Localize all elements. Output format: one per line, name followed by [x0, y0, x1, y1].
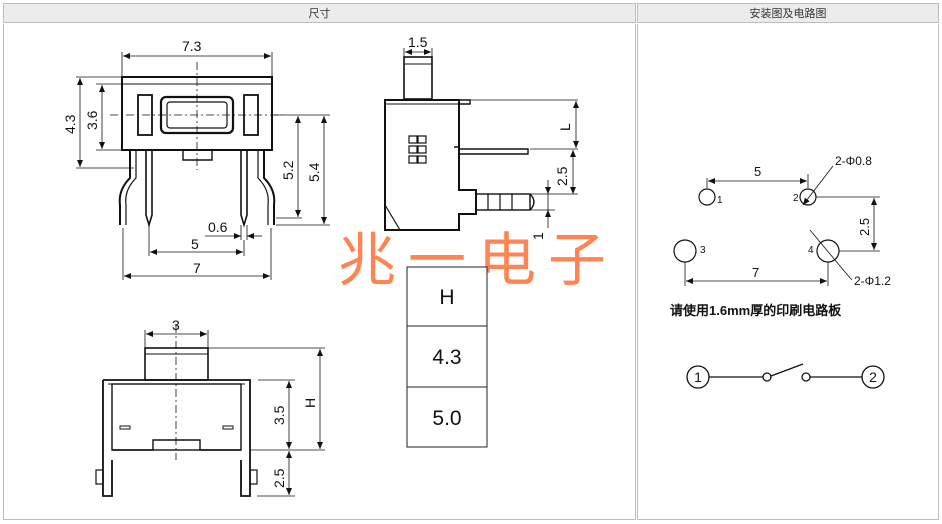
pcb-note: 请使用1.6mm厚的印刷电路板 [670, 303, 842, 318]
dim-3-6: 3.6 [84, 110, 100, 130]
dim-7: 7 [193, 260, 201, 276]
front-view [95, 325, 258, 497]
table-row-1: 4.3 [432, 346, 461, 369]
front-view-labels: 3 3.5 H 2.5 [172, 317, 318, 488]
panel-dimensions [3, 24, 636, 520]
pcb-labels: 5 7 2.5 2-Φ0.8 2-Φ1.2 1 2 3 4 请使用1.6mm厚的… [670, 154, 891, 318]
side-view [384, 56, 535, 231]
top-view [110, 62, 282, 228]
front-view-dims [144, 330, 325, 497]
pcb-hole-large: 2-Φ1.2 [854, 274, 891, 288]
pcb-pin-2: 2 [793, 193, 799, 204]
dim-5-2: 5.2 [280, 160, 296, 180]
pcb-dim-7: 7 [752, 265, 759, 280]
header-install-circuit: 安装图及电路图 [637, 3, 939, 23]
side-view-labels: 1.5 L 2.5 1 [408, 34, 573, 240]
dim-1-5: 1.5 [408, 34, 428, 50]
dim-0-6: 0.6 [208, 219, 228, 235]
dim-2-5-side: 2.5 [554, 166, 570, 186]
panel-install-circuit [637, 24, 939, 520]
pcb-pin-1: 1 [717, 195, 723, 206]
circuit [686, 363, 885, 389]
top-view-dims [76, 52, 330, 280]
dim-4-3: 4.3 [62, 114, 78, 134]
circuit-node-2: 2 [869, 369, 877, 385]
circuit-labels: 1 2 [694, 369, 877, 385]
dim-7-3: 7.3 [182, 38, 202, 54]
dim-1-side: 1 [530, 232, 546, 240]
dim-h: H [302, 398, 318, 408]
top-view-labels: 7.3 4.3 3.6 5.2 5.4 0.6 5 7 [62, 38, 322, 276]
dim-l: L [557, 123, 573, 131]
dim-3: 3 [172, 317, 180, 333]
table-row-2: 5.0 [432, 407, 461, 430]
header-dimensions: 尺寸 [3, 3, 636, 23]
dim-2-5-front: 2.5 [271, 468, 287, 488]
pcb-dim-5: 5 [754, 164, 761, 179]
table-header: H [439, 286, 454, 309]
h-table-labels: H 4.3 5.0 [432, 286, 461, 430]
pcb-dim-2-5: 2.5 [857, 218, 872, 236]
pcb-layout [673, 165, 880, 286]
pcb-pin-3: 3 [700, 245, 706, 256]
pcb-hole-small: 2-Φ0.8 [835, 154, 872, 168]
dim-3-5: 3.5 [271, 405, 287, 425]
dim-5-4: 5.4 [306, 162, 322, 182]
h-table [406, 266, 488, 448]
circuit-node-1: 1 [694, 369, 702, 385]
pcb-pin-4: 4 [808, 245, 814, 256]
side-view-dims [403, 48, 579, 228]
dim-5: 5 [191, 236, 199, 252]
